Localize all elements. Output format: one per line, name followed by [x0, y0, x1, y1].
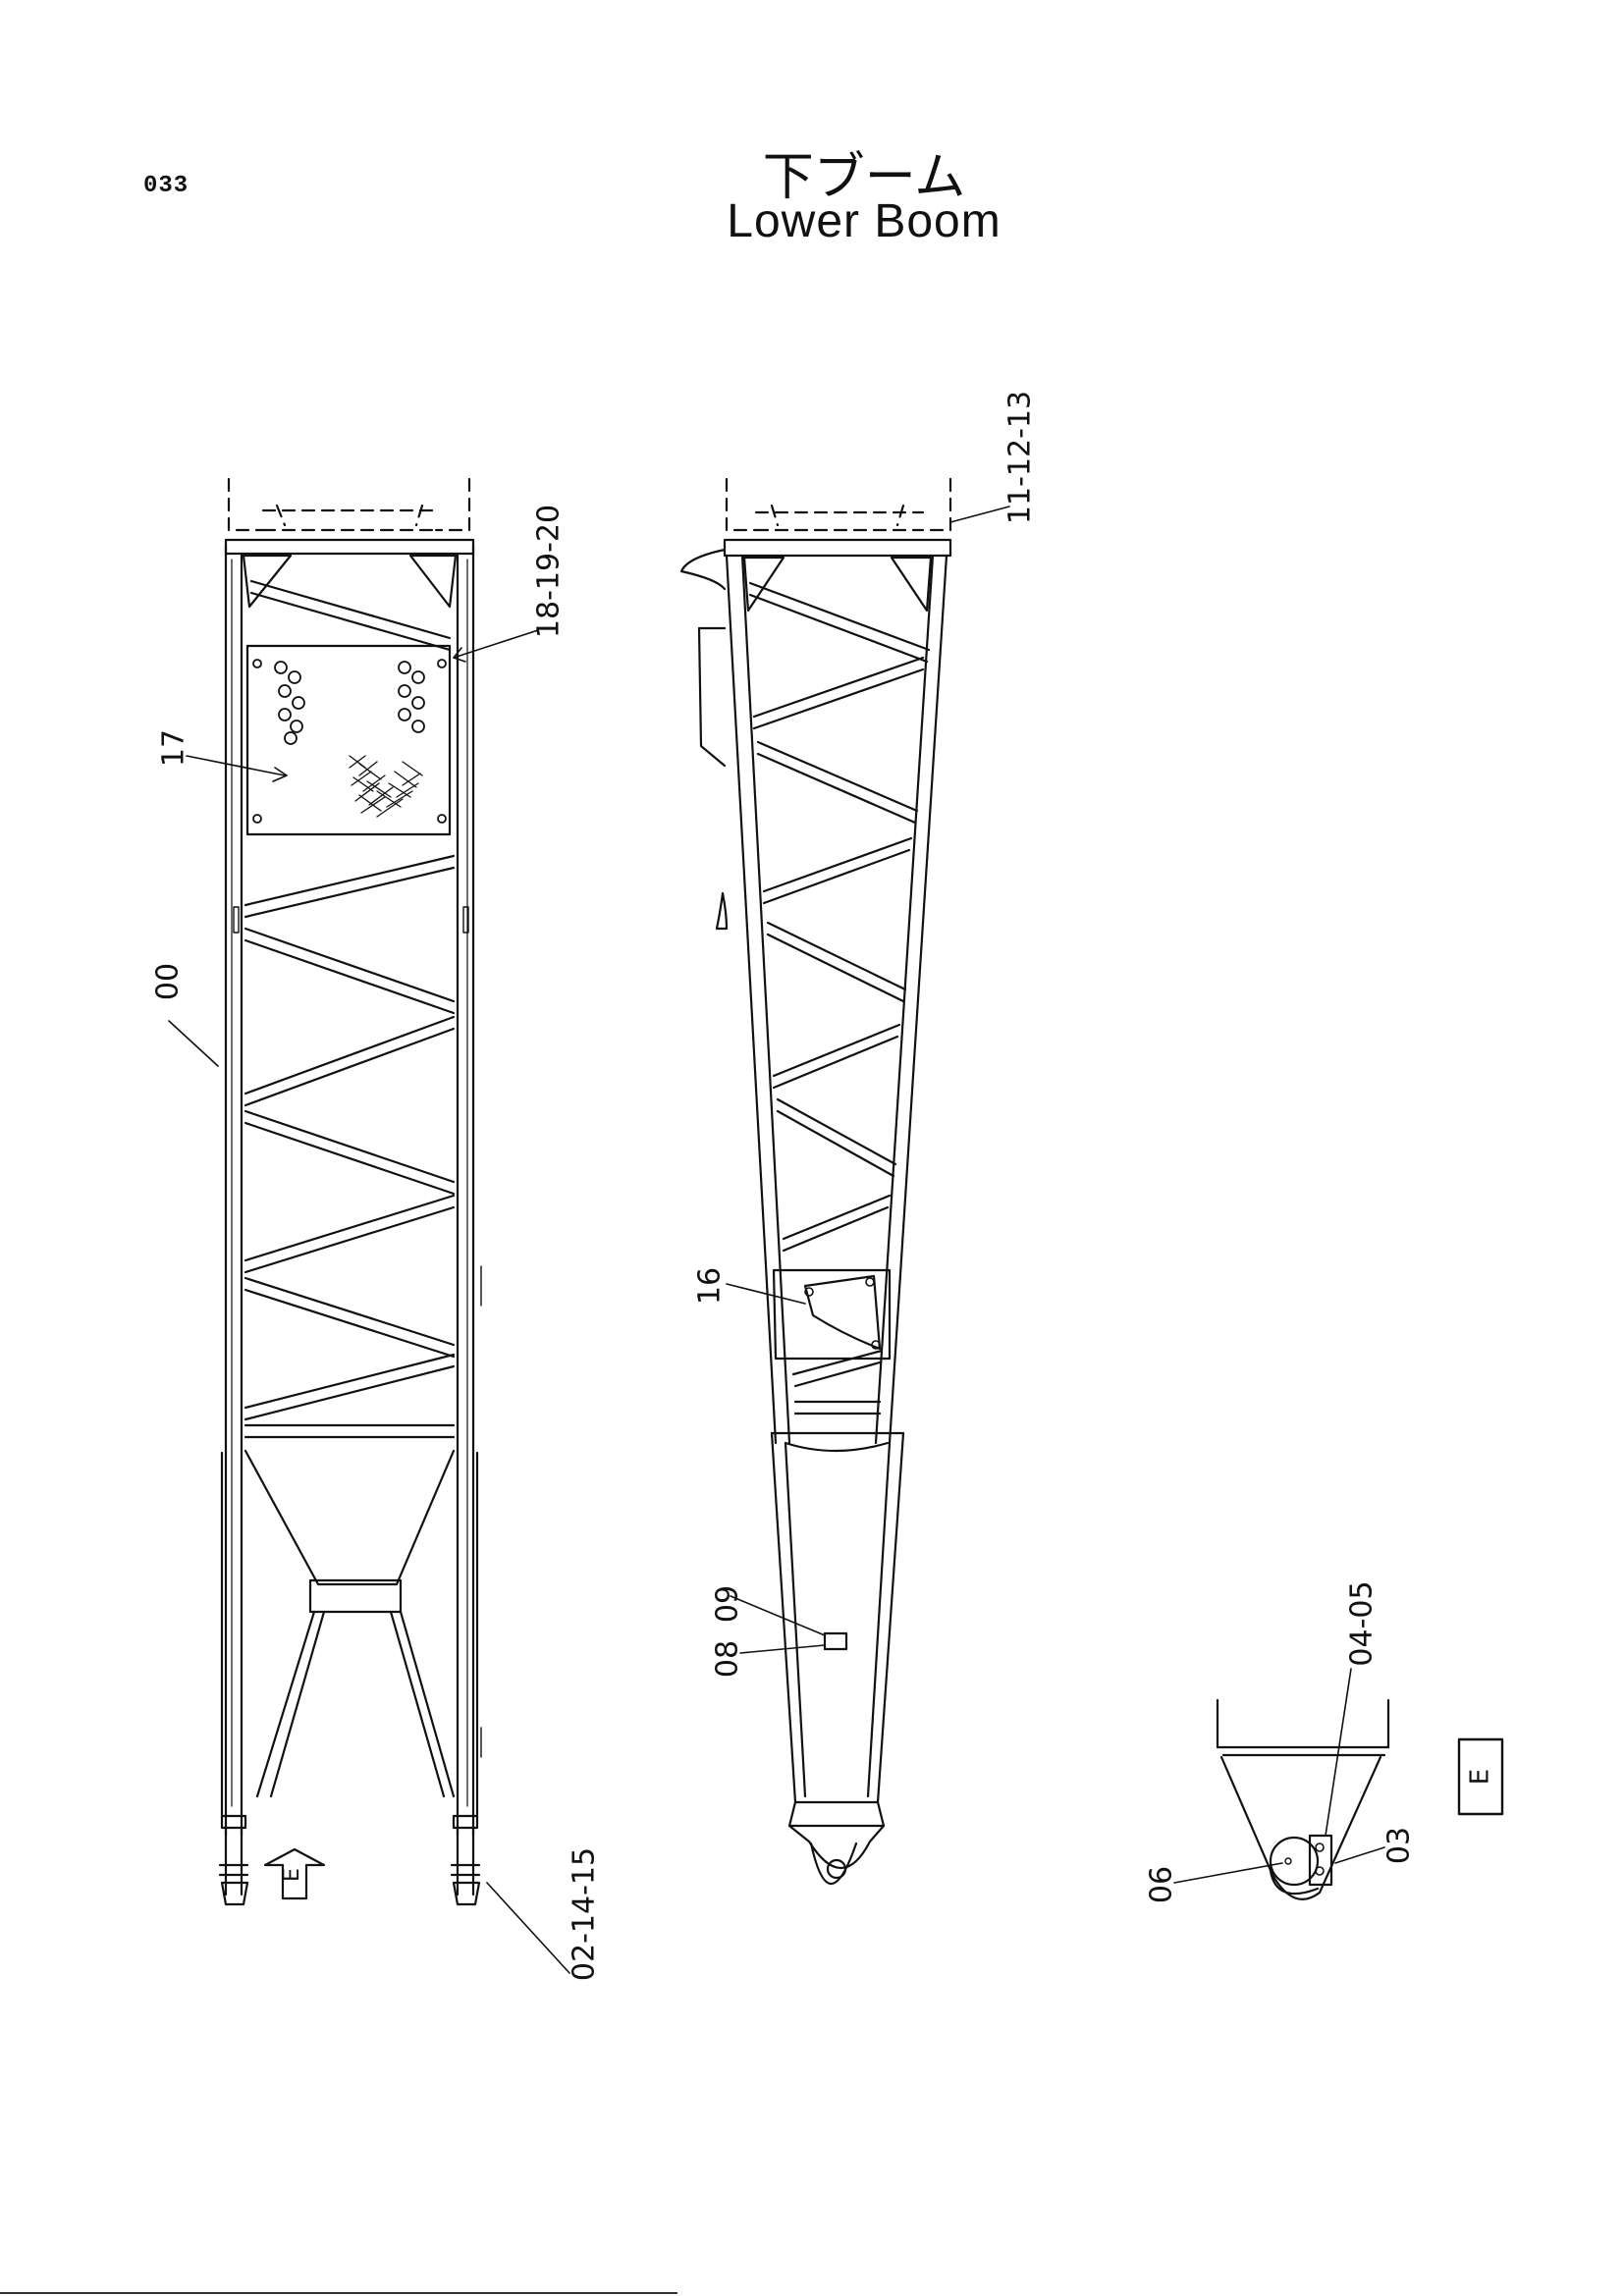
- arrow-e-label: E: [280, 1868, 304, 1882]
- top-connection-dashed: [227, 477, 471, 532]
- bracket-08: [823, 1631, 848, 1651]
- detail-e-box: [1457, 1737, 1504, 1816]
- foot-section-right: [866, 1431, 905, 1804]
- page-number: 033: [143, 173, 189, 199]
- detail-boss: [1269, 1836, 1320, 1887]
- boom-top-view: [218, 477, 482, 1906]
- detail-e-label: E: [1466, 1769, 1495, 1785]
- boom-foot-fork: [220, 1449, 479, 1818]
- foot-pin-right: [450, 1814, 481, 1906]
- callout-16: 16: [693, 1267, 728, 1305]
- checker-plate-pattern: [349, 755, 423, 818]
- walkway-plate-17: [245, 644, 452, 836]
- title-japanese: 下ブーム: [762, 148, 966, 207]
- callout-09: 09: [711, 1585, 745, 1623]
- detail-view-e: [1216, 1698, 1504, 1900]
- side-connection-dashed: [725, 477, 952, 532]
- leader-lines: [168, 506, 1385, 1974]
- callout-04-05: 04-05: [1345, 1580, 1380, 1666]
- side-view-lacing: [748, 581, 931, 1253]
- callout-00: 00: [151, 963, 186, 1000]
- callout-08: 08: [711, 1640, 745, 1678]
- side-right-chord: [888, 554, 948, 1445]
- callout-18-19-20: 18-19-20: [532, 505, 567, 638]
- cover-plate-16: [772, 1268, 892, 1361]
- side-left-chord: [725, 554, 778, 1445]
- callout-06: 06: [1145, 1866, 1179, 1903]
- view-arrow-e: [263, 1847, 326, 1900]
- bottom-rule: [0, 2292, 677, 2294]
- plate-holes: [252, 659, 447, 824]
- callout-03: 03: [1382, 1827, 1417, 1864]
- foot-pin-left: [218, 1814, 249, 1906]
- foot-section-left: [770, 1431, 807, 1804]
- callout-11-12-13: 11-12-13: [1003, 391, 1038, 524]
- title-english: Lower Boom: [727, 195, 1001, 247]
- callout-17: 17: [157, 729, 191, 767]
- callout-02-14-15: 02-14-15: [568, 1847, 602, 1981]
- top-view-lacing: [244, 854, 456, 1439]
- boom-side-view: [679, 477, 952, 1886]
- detail-bracket: [1308, 1834, 1333, 1887]
